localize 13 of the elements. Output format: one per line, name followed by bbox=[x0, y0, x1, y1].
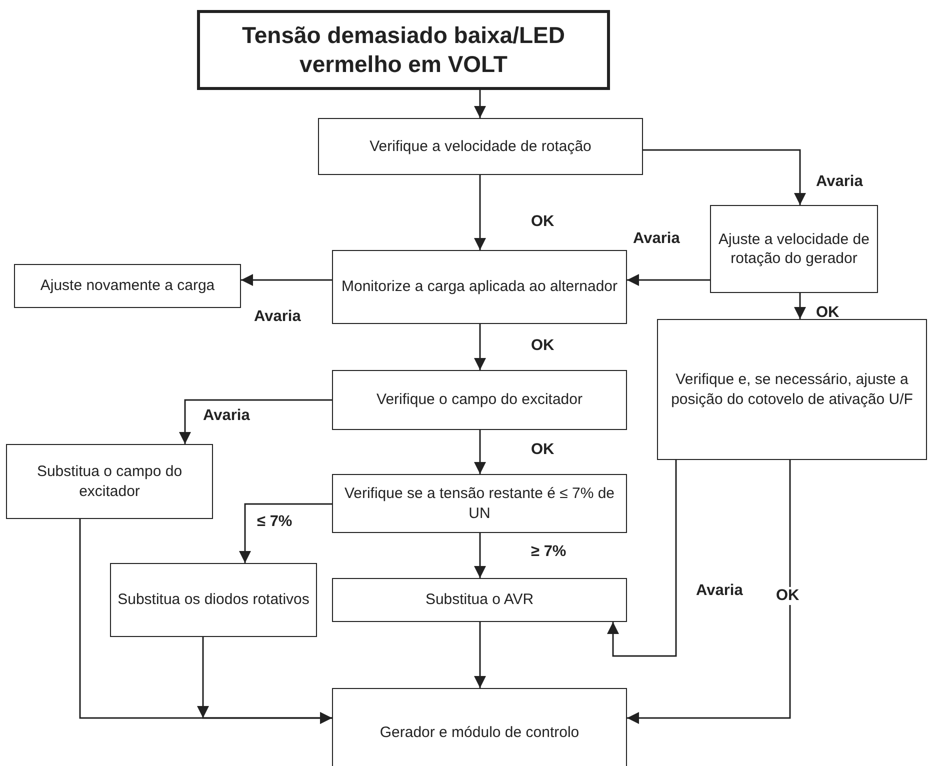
process-box: Verifique e, se necessário, ajuste a posição do cotovelo de ativação U/F bbox=[657, 319, 927, 460]
process-box: Monitorize a carga aplicada ao alternador bbox=[332, 250, 627, 324]
process-box: Ajuste a velocidade de rotação do gerador bbox=[710, 205, 878, 293]
process-box: Gerador e módulo de controlo bbox=[332, 688, 627, 766]
process-box: Substitua o campo do excitador bbox=[6, 444, 213, 519]
process-box: Ajuste novamente a carga bbox=[14, 264, 241, 308]
edge-label: OK bbox=[775, 587, 800, 605]
process-box: Verifique o campo do excitador bbox=[332, 370, 627, 430]
process-box: Substitua o AVR bbox=[332, 578, 627, 622]
process-box: Verifique a velocidade de rotação bbox=[318, 118, 643, 175]
title-box: Tensão demasiado baixa/LED vermelho em VOLT bbox=[197, 10, 610, 90]
process-box: Substitua os diodos rotativos bbox=[110, 563, 317, 637]
process-box: Verifique se a tensão restante é ≤ 7% de UN bbox=[332, 474, 627, 533]
